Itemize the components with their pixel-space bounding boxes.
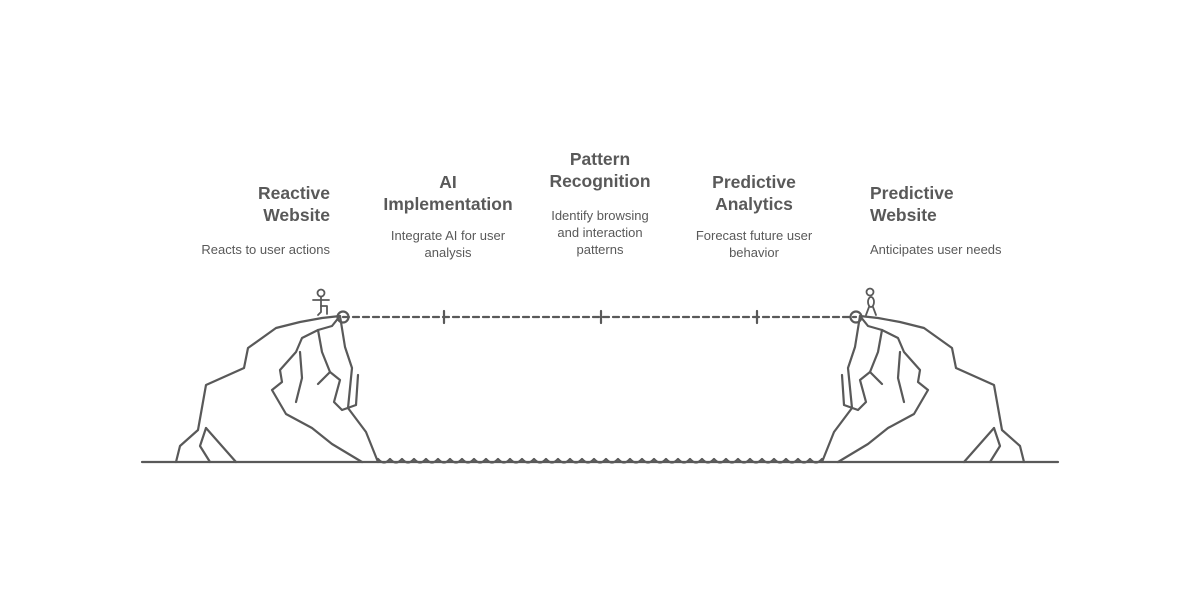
stage-title-reactive-website: Reactive Website [258,183,330,225]
left-anchor-ring [336,310,350,324]
stage-title-predictive-analytics: Predictive Analytics [712,172,796,214]
stage-description-predictive-analytics: Forecast future user behavior [695,228,813,260]
stage-title-pattern-recognition: Pattern Recognition [549,149,651,191]
right-anchor-ring [849,310,863,324]
stage-title-predictive-website: Predictive Website [870,183,954,225]
stage-description-pattern-recognition: Identify browsing and interaction patter… [551,208,649,257]
right-cliff [820,314,1026,464]
left-cliff [174,314,380,464]
stage-description-predictive-website: Anticipates user needs [870,242,1002,257]
stage-title-ai-implementation: AI Implementation [383,172,513,214]
stage-description-ai-implementation: Integrate AI for user analysis [390,228,506,260]
person-standing-icon [865,287,877,316]
water-waves [376,457,824,464]
stage-description-reactive-website: Reacts to user actions [201,242,330,257]
person-walking-icon [312,288,330,316]
